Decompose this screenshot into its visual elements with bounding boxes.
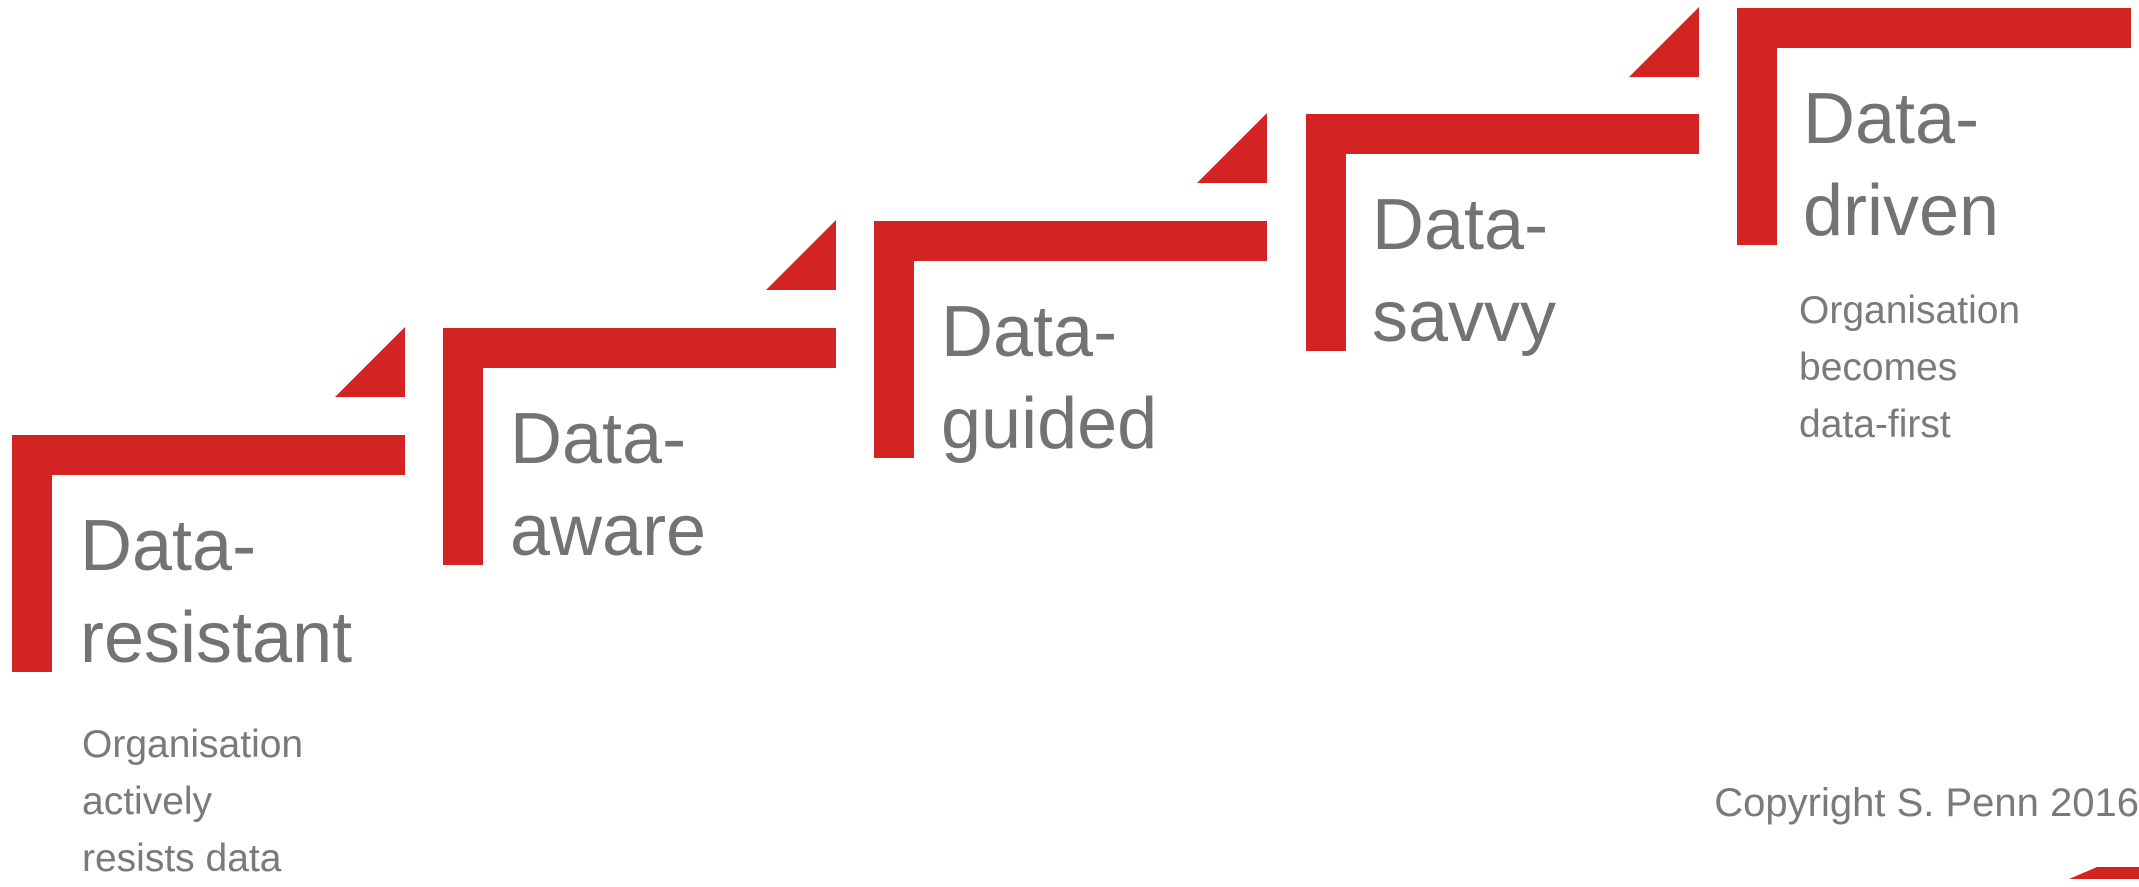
step-3-stair-riser (874, 221, 914, 458)
step-5-title-line1: Data- (1803, 79, 1980, 159)
step-1-desc-line2: actively (82, 780, 213, 823)
step-3-title-line1: Data- (941, 292, 1118, 372)
step-5-title: Data- driven (1803, 73, 1999, 257)
step-1-title-line2: resistant (80, 598, 353, 678)
step-5-stair-riser (1737, 8, 1777, 245)
step-1-description: Organisation actively resists data (82, 716, 303, 887)
step-1-desc-line1: Organisation (82, 723, 304, 766)
step-2-title-line2: aware (510, 491, 707, 571)
step-2-stair-riser (443, 328, 483, 565)
step-1-stair-top-bar (12, 435, 405, 475)
step-1-desc-line3: resists data (82, 837, 282, 880)
step-2-title: Data- aware (510, 393, 706, 577)
step-1-stair-riser (12, 435, 52, 672)
step-2-title-line1: Data- (510, 399, 687, 479)
step-1-title: Data- resistant (80, 500, 352, 684)
step-1-corner-triangle (335, 327, 405, 397)
brand-corner-mark (2069, 867, 2139, 879)
step-5-stair-top-bar (1737, 8, 2131, 48)
step-5-desc-line1: Organisation (1799, 289, 2021, 332)
step-5-description: Organisation becomes data-first (1799, 282, 2020, 453)
step-3-stair-top-bar (874, 221, 1267, 261)
step-5-title-line2: driven (1803, 171, 2000, 251)
step-3-corner-triangle (1197, 113, 1267, 183)
step-4-title-line1: Data- (1372, 185, 1549, 265)
copyright-text: Copyright S. Penn 2016 (1714, 781, 2139, 825)
step-4-stair-top-bar (1306, 114, 1699, 154)
step-4-title: Data- savvy (1372, 179, 1556, 363)
step-5-desc-line3: data-first (1799, 403, 1951, 446)
step-1-title-line1: Data- (80, 506, 257, 586)
step-3-title: Data- guided (941, 286, 1157, 470)
step-4-corner-triangle (1629, 7, 1699, 77)
step-3-title-line2: guided (941, 384, 1158, 464)
step-5-desc-line2: becomes (1799, 346, 1958, 389)
step-2-stair-top-bar (443, 328, 836, 368)
step-4-stair-riser (1306, 114, 1346, 351)
step-2-corner-triangle (766, 220, 836, 290)
step-4-title-line2: savvy (1372, 277, 1557, 357)
